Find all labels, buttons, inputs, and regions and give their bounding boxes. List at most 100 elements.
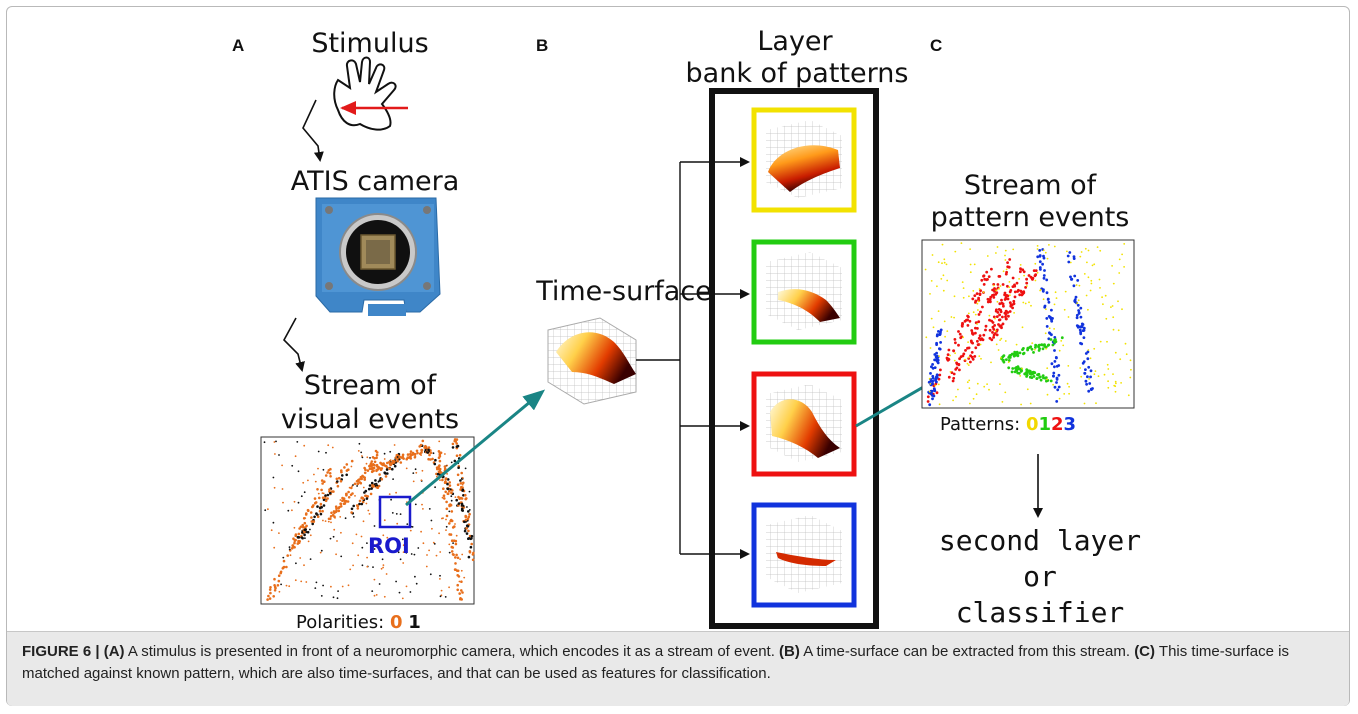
event-dot	[957, 388, 959, 391]
event-dot	[1121, 308, 1123, 311]
event-dot	[460, 502, 464, 506]
event-dot	[1046, 393, 1049, 396]
event-dot	[332, 535, 335, 538]
event-dot	[1114, 380, 1117, 383]
event-dot	[449, 533, 453, 536]
event-dot	[452, 539, 456, 542]
event-dot	[1046, 367, 1049, 370]
event-dot	[1098, 278, 1101, 281]
event-dot	[267, 508, 269, 511]
event-dot	[460, 589, 463, 592]
event-dot	[301, 523, 305, 527]
event-dot	[938, 373, 942, 377]
event-dot	[982, 291, 985, 293]
event-dot	[448, 543, 451, 546]
event-dot	[937, 377, 941, 381]
event-dot	[339, 502, 343, 506]
event-dot	[976, 323, 978, 325]
event-dot	[941, 262, 943, 265]
label-time-surface: Time-surface	[536, 276, 712, 307]
event-dot	[1078, 325, 1082, 329]
event-dot	[288, 546, 291, 548]
event-dot	[421, 469, 424, 472]
event-dot	[1043, 304, 1047, 308]
event-dot	[1066, 382, 1069, 385]
event-dot	[280, 583, 282, 586]
event-dot	[953, 338, 957, 341]
event-dot	[414, 575, 416, 578]
event-dot	[990, 338, 994, 342]
event-dot	[934, 378, 937, 382]
event-dot	[287, 509, 290, 512]
event-dot	[1045, 291, 1049, 295]
event-dot	[972, 290, 975, 292]
event-dot	[396, 456, 399, 458]
event-dot	[464, 514, 468, 518]
event-dot	[970, 351, 974, 354]
event-dot	[291, 509, 293, 512]
event-dot	[352, 564, 354, 567]
event-dot	[467, 510, 470, 513]
event-dot	[292, 537, 295, 540]
event-dot	[351, 492, 354, 495]
event-dot	[1079, 332, 1083, 336]
event-dot	[1024, 302, 1027, 305]
event-dot	[395, 580, 397, 583]
event-dot	[966, 381, 969, 384]
event-dot	[307, 479, 309, 482]
event-dot	[366, 456, 369, 459]
event-dot	[1025, 368, 1029, 372]
event-dot	[329, 491, 332, 495]
event-dot	[347, 584, 350, 587]
event-dot	[1112, 328, 1115, 331]
event-dot	[988, 297, 992, 301]
event-dot	[435, 554, 438, 557]
event-dot	[1028, 301, 1030, 304]
event-dot	[979, 289, 982, 292]
event-dot	[365, 497, 369, 500]
event-dot	[1063, 308, 1066, 311]
event-dot	[1046, 257, 1049, 260]
event-dot	[949, 354, 951, 357]
event-dot	[929, 347, 932, 349]
event-dot	[1083, 372, 1087, 375]
event-dot	[464, 497, 468, 501]
event-dot	[1005, 358, 1008, 361]
event-dot	[924, 268, 927, 271]
event-dot	[451, 553, 455, 556]
event-dot	[461, 486, 464, 489]
event-dot	[416, 451, 419, 455]
event-dot	[273, 546, 276, 549]
event-dot	[327, 520, 330, 523]
event-dot	[974, 301, 977, 304]
event-dot	[458, 453, 462, 457]
event-dot	[962, 287, 965, 289]
event-dot	[388, 493, 391, 495]
event-dot	[976, 302, 979, 305]
event-dot	[322, 468, 325, 471]
event-dot	[1042, 249, 1045, 252]
event-dot	[1034, 343, 1037, 347]
event-dot	[946, 330, 949, 332]
event-dot	[296, 535, 300, 539]
event-dot	[975, 292, 979, 295]
event-dot	[1042, 276, 1046, 280]
event-dot	[928, 377, 931, 380]
event-dot	[317, 450, 320, 453]
event-dot	[415, 471, 418, 474]
event-dot	[445, 518, 447, 521]
event-dot	[463, 520, 466, 524]
event-dot	[957, 362, 961, 366]
event-dot	[378, 583, 381, 585]
event-dot	[936, 361, 940, 365]
event-dot	[301, 536, 304, 540]
event-dot	[953, 316, 955, 319]
event-dot	[456, 444, 460, 448]
event-dot	[1068, 385, 1070, 388]
label-second-layer: second layer	[938, 524, 1142, 557]
polarity-1: 1	[408, 612, 421, 633]
event-dot	[449, 488, 452, 491]
event-dot	[399, 513, 402, 515]
event-dot	[1117, 300, 1119, 303]
